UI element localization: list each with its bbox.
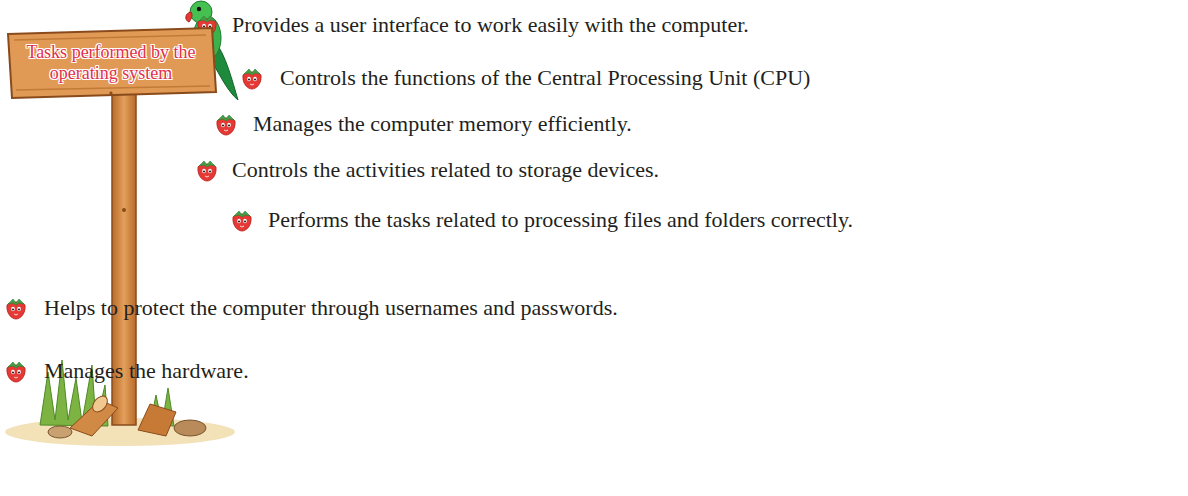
strawberry-bullet [243,69,261,89]
log-pile [48,393,206,438]
task-item: Manages the hardware. [44,354,249,388]
strawberry-bullet [7,299,25,319]
sign-title: Tasks performed by the operating system [4,42,218,83]
strawberry-bullet [198,161,216,181]
task-item: Manages the computer memory efficiently. [253,107,632,141]
task-item: Controls the functions of the Central Pr… [280,61,810,95]
task-item: Provides a user interface to work easily… [232,8,749,42]
strawberry-bullet [233,211,251,231]
sign-board: Tasks performed by the operating system [4,26,218,100]
strawberry-bullet [7,362,25,382]
task-item: Controls the activities related to stora… [232,153,659,187]
task-item: Helps to protect the computer through us… [44,291,618,325]
strawberry-bullet [217,115,235,135]
task-item: Performs the tasks related to processing… [268,203,1148,237]
